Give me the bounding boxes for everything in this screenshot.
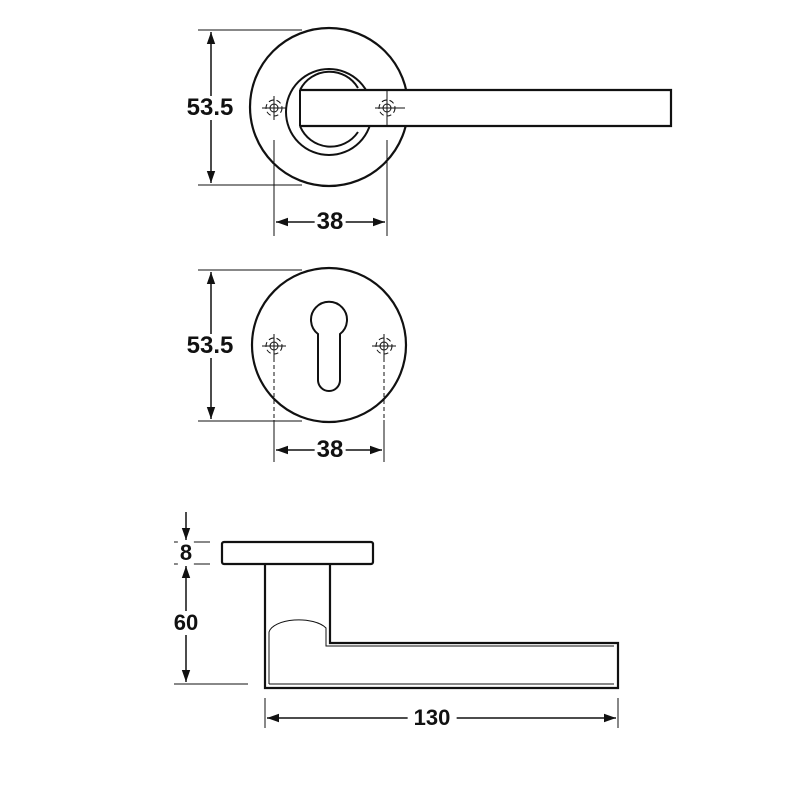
dim-label-projection: 60 [171,610,201,635]
rose-plate [220,540,375,566]
front-view [198,26,673,236]
dim-label-escutcheon-height: 53.5 [184,332,236,359]
screw-fixing-icon [262,334,286,420]
dim-label-rose-thickness: 8 [177,540,195,565]
escutcheon-outline [250,266,408,424]
escutcheon-view [198,266,408,462]
screw-fixing-icon [262,96,286,120]
lever-profile [263,564,620,690]
lever-bar [300,88,673,128]
side-view [174,512,620,728]
screw-fixing-icon [375,96,405,120]
rose-collar-inner [299,70,359,91]
dim-label-lever-length: 130 [407,706,457,730]
dim-label-rose-height: 53.5 [184,94,236,121]
dim-label-fixing-centres: 38 [314,208,346,235]
dim-label-escutcheon-centres: 38 [314,436,346,463]
screw-fixing-icon [372,334,396,420]
euro-cylinder-cutout [310,300,348,392]
